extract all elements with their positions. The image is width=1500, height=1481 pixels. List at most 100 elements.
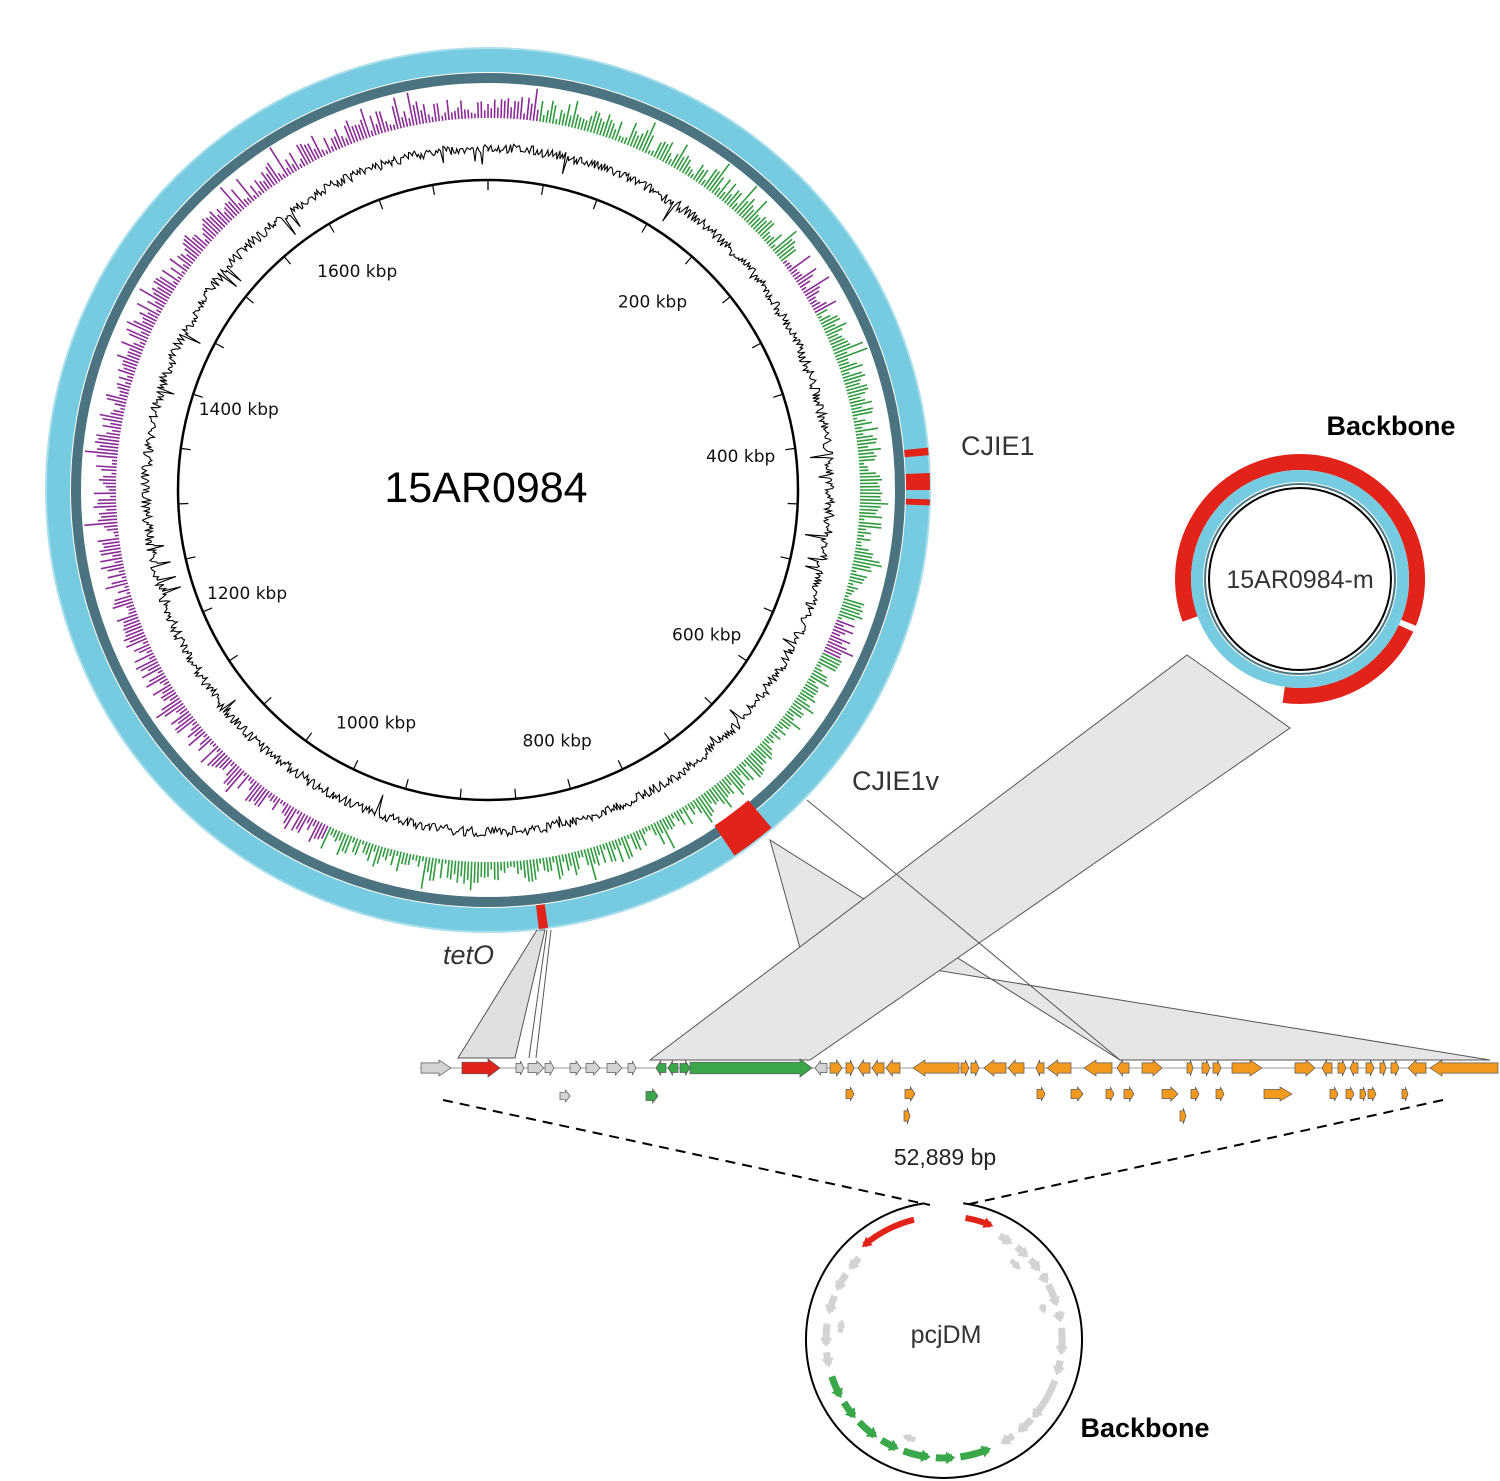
skew-bar bbox=[198, 738, 213, 752]
skew-bar bbox=[503, 861, 506, 873]
skew-bar bbox=[605, 842, 614, 862]
skew-bar bbox=[354, 124, 362, 141]
skew-bar bbox=[586, 848, 597, 881]
skew-bar bbox=[286, 167, 292, 175]
skew-bar bbox=[859, 511, 876, 515]
skew-bar bbox=[819, 314, 831, 322]
skew-bar bbox=[428, 857, 434, 881]
skew-bar bbox=[219, 186, 243, 212]
tick bbox=[284, 256, 292, 265]
skew-bar bbox=[308, 821, 320, 843]
skew-bar bbox=[831, 340, 849, 349]
skew-bar bbox=[299, 163, 303, 169]
skew-bar bbox=[673, 144, 689, 169]
skew-bar bbox=[592, 112, 601, 134]
skew-bar bbox=[354, 839, 362, 856]
skew-bar bbox=[176, 718, 196, 734]
skew-bar bbox=[283, 806, 295, 824]
skew-bar bbox=[803, 276, 830, 294]
skew-bar bbox=[146, 675, 167, 688]
skew-bar bbox=[859, 472, 877, 475]
skew-bar bbox=[259, 180, 268, 192]
skew-bar bbox=[542, 857, 546, 871]
skew-bar bbox=[731, 770, 746, 787]
skew-bar bbox=[432, 103, 437, 122]
skew-bar bbox=[123, 616, 139, 624]
skew-bar bbox=[96, 455, 118, 459]
skew-bar bbox=[121, 576, 127, 579]
skew-bar bbox=[236, 774, 250, 789]
gene-orange bbox=[1215, 1086, 1225, 1102]
skew-bar bbox=[244, 782, 260, 802]
skew-bar bbox=[142, 320, 154, 328]
tick bbox=[773, 393, 783, 398]
skew-bar bbox=[101, 515, 117, 518]
skew-bar bbox=[608, 123, 615, 139]
skew-bar bbox=[726, 190, 740, 206]
skew-bar bbox=[653, 142, 663, 158]
skew-bar bbox=[98, 479, 117, 482]
skew-bar bbox=[698, 169, 709, 184]
skew-bar bbox=[303, 144, 315, 162]
skew-bar bbox=[139, 288, 167, 305]
skew-bar bbox=[641, 828, 646, 835]
skew-bar bbox=[755, 747, 767, 759]
skew-bar bbox=[752, 750, 767, 764]
skew-bar bbox=[159, 678, 168, 684]
skew-bar bbox=[670, 153, 679, 167]
skew-bar bbox=[843, 373, 866, 382]
plasmid-gene-green bbox=[831, 1387, 843, 1399]
tick bbox=[432, 185, 435, 195]
skew-bar bbox=[830, 634, 851, 645]
skew-bar bbox=[689, 173, 695, 179]
skew-bar bbox=[219, 757, 231, 769]
tick bbox=[378, 200, 384, 210]
skew-bar bbox=[140, 331, 150, 337]
skew-bar bbox=[338, 832, 344, 841]
mini-inner-ring bbox=[1208, 487, 1392, 671]
skew-bar bbox=[695, 169, 705, 183]
skew-bar bbox=[792, 702, 802, 710]
tick bbox=[186, 556, 196, 560]
gene-grey bbox=[627, 1060, 637, 1076]
skew-bar bbox=[133, 342, 145, 349]
skew-bar bbox=[750, 752, 764, 766]
skew-bar bbox=[114, 534, 119, 537]
skew-bar bbox=[117, 386, 130, 392]
skew-bar bbox=[163, 680, 170, 686]
skew-bar bbox=[574, 114, 579, 129]
tick bbox=[567, 779, 571, 789]
skew-bar bbox=[859, 508, 878, 512]
skew-bar bbox=[265, 166, 278, 184]
skew-bar bbox=[139, 311, 157, 322]
skew-bar bbox=[313, 822, 323, 839]
skew-bar bbox=[859, 475, 881, 478]
skew-bar bbox=[770, 730, 781, 741]
skew-bar bbox=[100, 563, 124, 570]
skew-bar bbox=[412, 104, 418, 125]
skew-bar bbox=[854, 553, 873, 559]
skew-bar bbox=[389, 849, 393, 857]
skew-bar bbox=[801, 286, 807, 291]
skew-bar bbox=[209, 740, 215, 746]
skew-bar bbox=[851, 569, 857, 573]
skew-bar bbox=[857, 528, 866, 531]
skew-bar bbox=[100, 557, 123, 563]
skew-bar bbox=[271, 797, 281, 811]
skew-bar bbox=[97, 448, 119, 452]
skew-bar bbox=[551, 856, 555, 863]
skew-bar bbox=[853, 560, 883, 568]
skew-bar bbox=[385, 121, 390, 132]
skew-bar bbox=[177, 276, 182, 280]
gene-orange bbox=[857, 1058, 871, 1078]
skew-bar bbox=[170, 710, 190, 725]
skew-bar bbox=[788, 255, 811, 272]
skew-bar bbox=[345, 137, 350, 146]
gene-orange bbox=[903, 1107, 911, 1125]
skew-bar bbox=[224, 202, 238, 217]
skew-bar bbox=[395, 851, 402, 872]
tick bbox=[704, 696, 712, 704]
skew-bar bbox=[589, 847, 596, 864]
skew-bar bbox=[570, 100, 579, 128]
skew-bar bbox=[473, 861, 476, 883]
